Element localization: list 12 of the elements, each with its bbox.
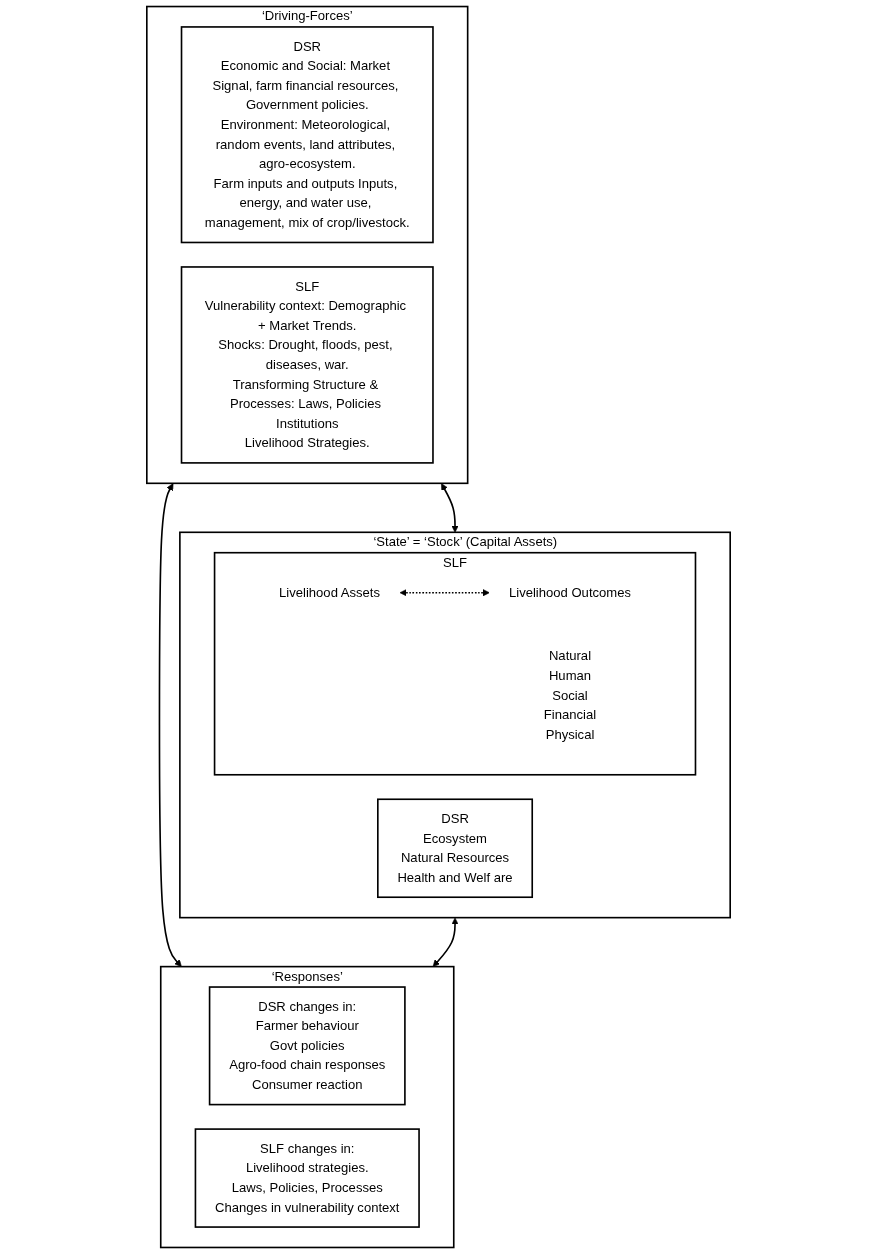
node-text: Livelihood Assets <box>279 585 381 600</box>
arrow <box>441 483 459 533</box>
node-box: SLF changes in: Livelihood strategies. Laws, Policies, Processes Changes in vulnerability context <box>194 1128 420 1228</box>
node-text: Livelihood Outcomes <box>509 585 631 600</box>
node-box: DSR Ecosystem Natural Resources Health and Welf are <box>377 798 534 899</box>
node-text: Natural Human Social Financial Physical <box>543 649 597 742</box>
arrow <box>158 483 182 967</box>
arrow <box>399 589 490 597</box>
node-box: DSR Economic and Social: Market Signal, farm financial resources, Government policies. Environment: Meteorological, random events, land attributes, agro-ecosystem. Farm inputs and outputs Inputs, energy, and water use, management, mix of crop/livestock. <box>180 26 434 244</box>
arrow <box>432 917 459 967</box>
node-box: DSR changes in: Farmer behaviour Govt policies Agro-food chain responses Consumer reaction <box>208 986 406 1106</box>
node-box: SLF Vulnerability context: Demographic + Market Trends. Shocks: Drought, floods, pest, diseases, war. Transforming Structure & Processes: Laws, Policies Institutions Livelihood Strategies. <box>180 266 434 464</box>
